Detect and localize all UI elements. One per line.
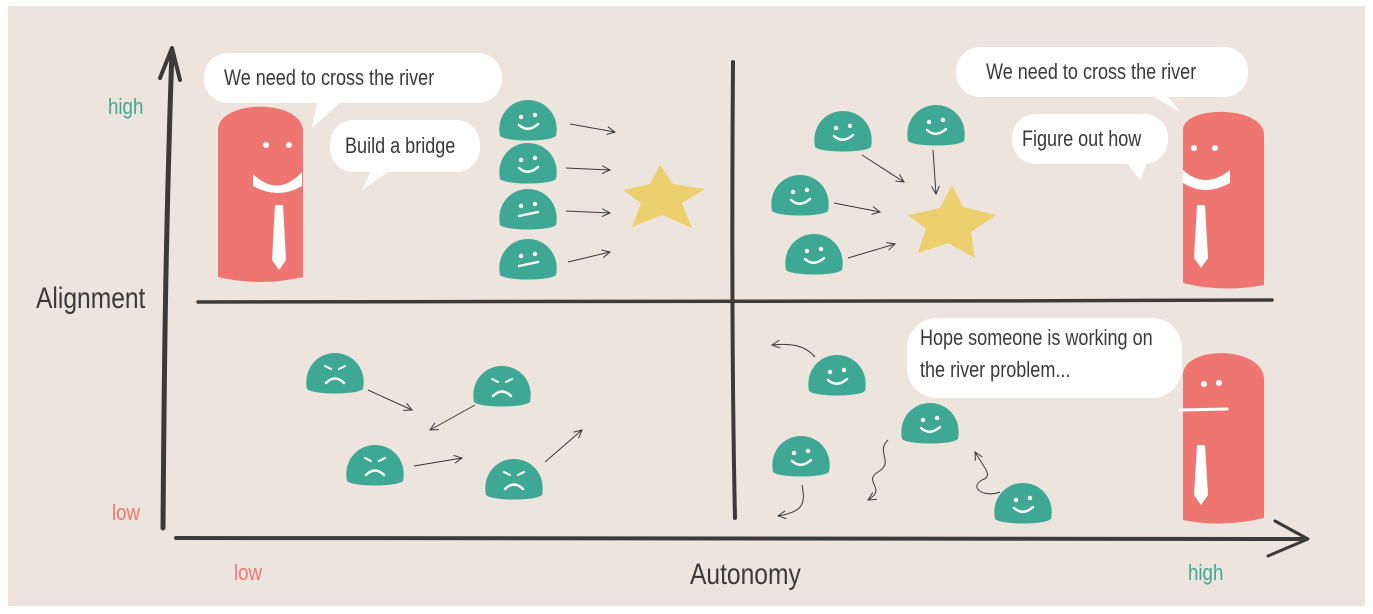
team-member-icon xyxy=(484,457,544,501)
team-member-icon xyxy=(807,353,867,397)
leader-figure-top-left xyxy=(218,106,303,282)
team-member-icon xyxy=(498,98,558,142)
team-member-icon xyxy=(305,351,365,395)
y-high-label: high xyxy=(108,94,144,119)
team-member-icon xyxy=(770,173,830,217)
thought-text-br-2: the river problem... xyxy=(920,357,1071,382)
tie-icon xyxy=(272,205,286,270)
direction-arrows-tr xyxy=(833,149,936,259)
direction-arrows-tl xyxy=(565,123,615,263)
leader-figure-top-right xyxy=(1183,111,1264,289)
team-member-icon xyxy=(906,103,966,147)
speech-text-tl-2: Build a bridge xyxy=(345,133,456,158)
horizontal-divider xyxy=(196,298,1274,304)
speech-bubble-tl-2 xyxy=(330,120,480,190)
vertical-divider xyxy=(730,60,737,520)
direction-arrows-bl xyxy=(367,389,582,467)
speech-text-tr-2: Figure out how xyxy=(1022,126,1142,151)
team-member-icon xyxy=(900,401,960,445)
x-axis xyxy=(174,519,1310,558)
team-member-icon xyxy=(813,109,873,153)
team-member-icon xyxy=(993,481,1053,525)
thought-text-br-1: Hope someone is working on xyxy=(920,325,1153,350)
x-high-label: high xyxy=(1188,560,1224,585)
tie-icon xyxy=(1194,445,1208,505)
team-member-icon xyxy=(498,187,558,231)
speech-bubble-tr-1 xyxy=(956,47,1248,112)
y-low-label: low xyxy=(112,500,141,525)
x-low-label: low xyxy=(234,560,263,585)
y-axis xyxy=(158,46,182,531)
thought-bubble-br xyxy=(907,318,1182,398)
star-icon xyxy=(623,165,705,228)
direction-arrows-br xyxy=(772,344,1001,516)
speech-bubble-tr-2 xyxy=(1012,114,1168,180)
x-axis-title: Autonomy xyxy=(690,558,801,591)
diagram-canvas xyxy=(8,6,1365,606)
team-member-icon xyxy=(784,232,844,276)
team-member-icon xyxy=(498,141,558,185)
tie-icon xyxy=(1194,205,1208,268)
team-member-icon xyxy=(498,237,558,281)
team-member-icon xyxy=(472,364,532,408)
team-member-icon xyxy=(771,434,831,478)
speech-text-tl-1: We need to cross the river xyxy=(224,65,435,90)
speech-bubble-tl-1 xyxy=(204,53,502,128)
speech-text-tr-1: We need to cross the river xyxy=(986,59,1197,84)
leader-figure-bottom-right xyxy=(1178,353,1264,524)
team-member-icon xyxy=(345,443,405,487)
star-icon xyxy=(908,185,996,258)
y-axis-title: Alignment xyxy=(36,282,146,315)
